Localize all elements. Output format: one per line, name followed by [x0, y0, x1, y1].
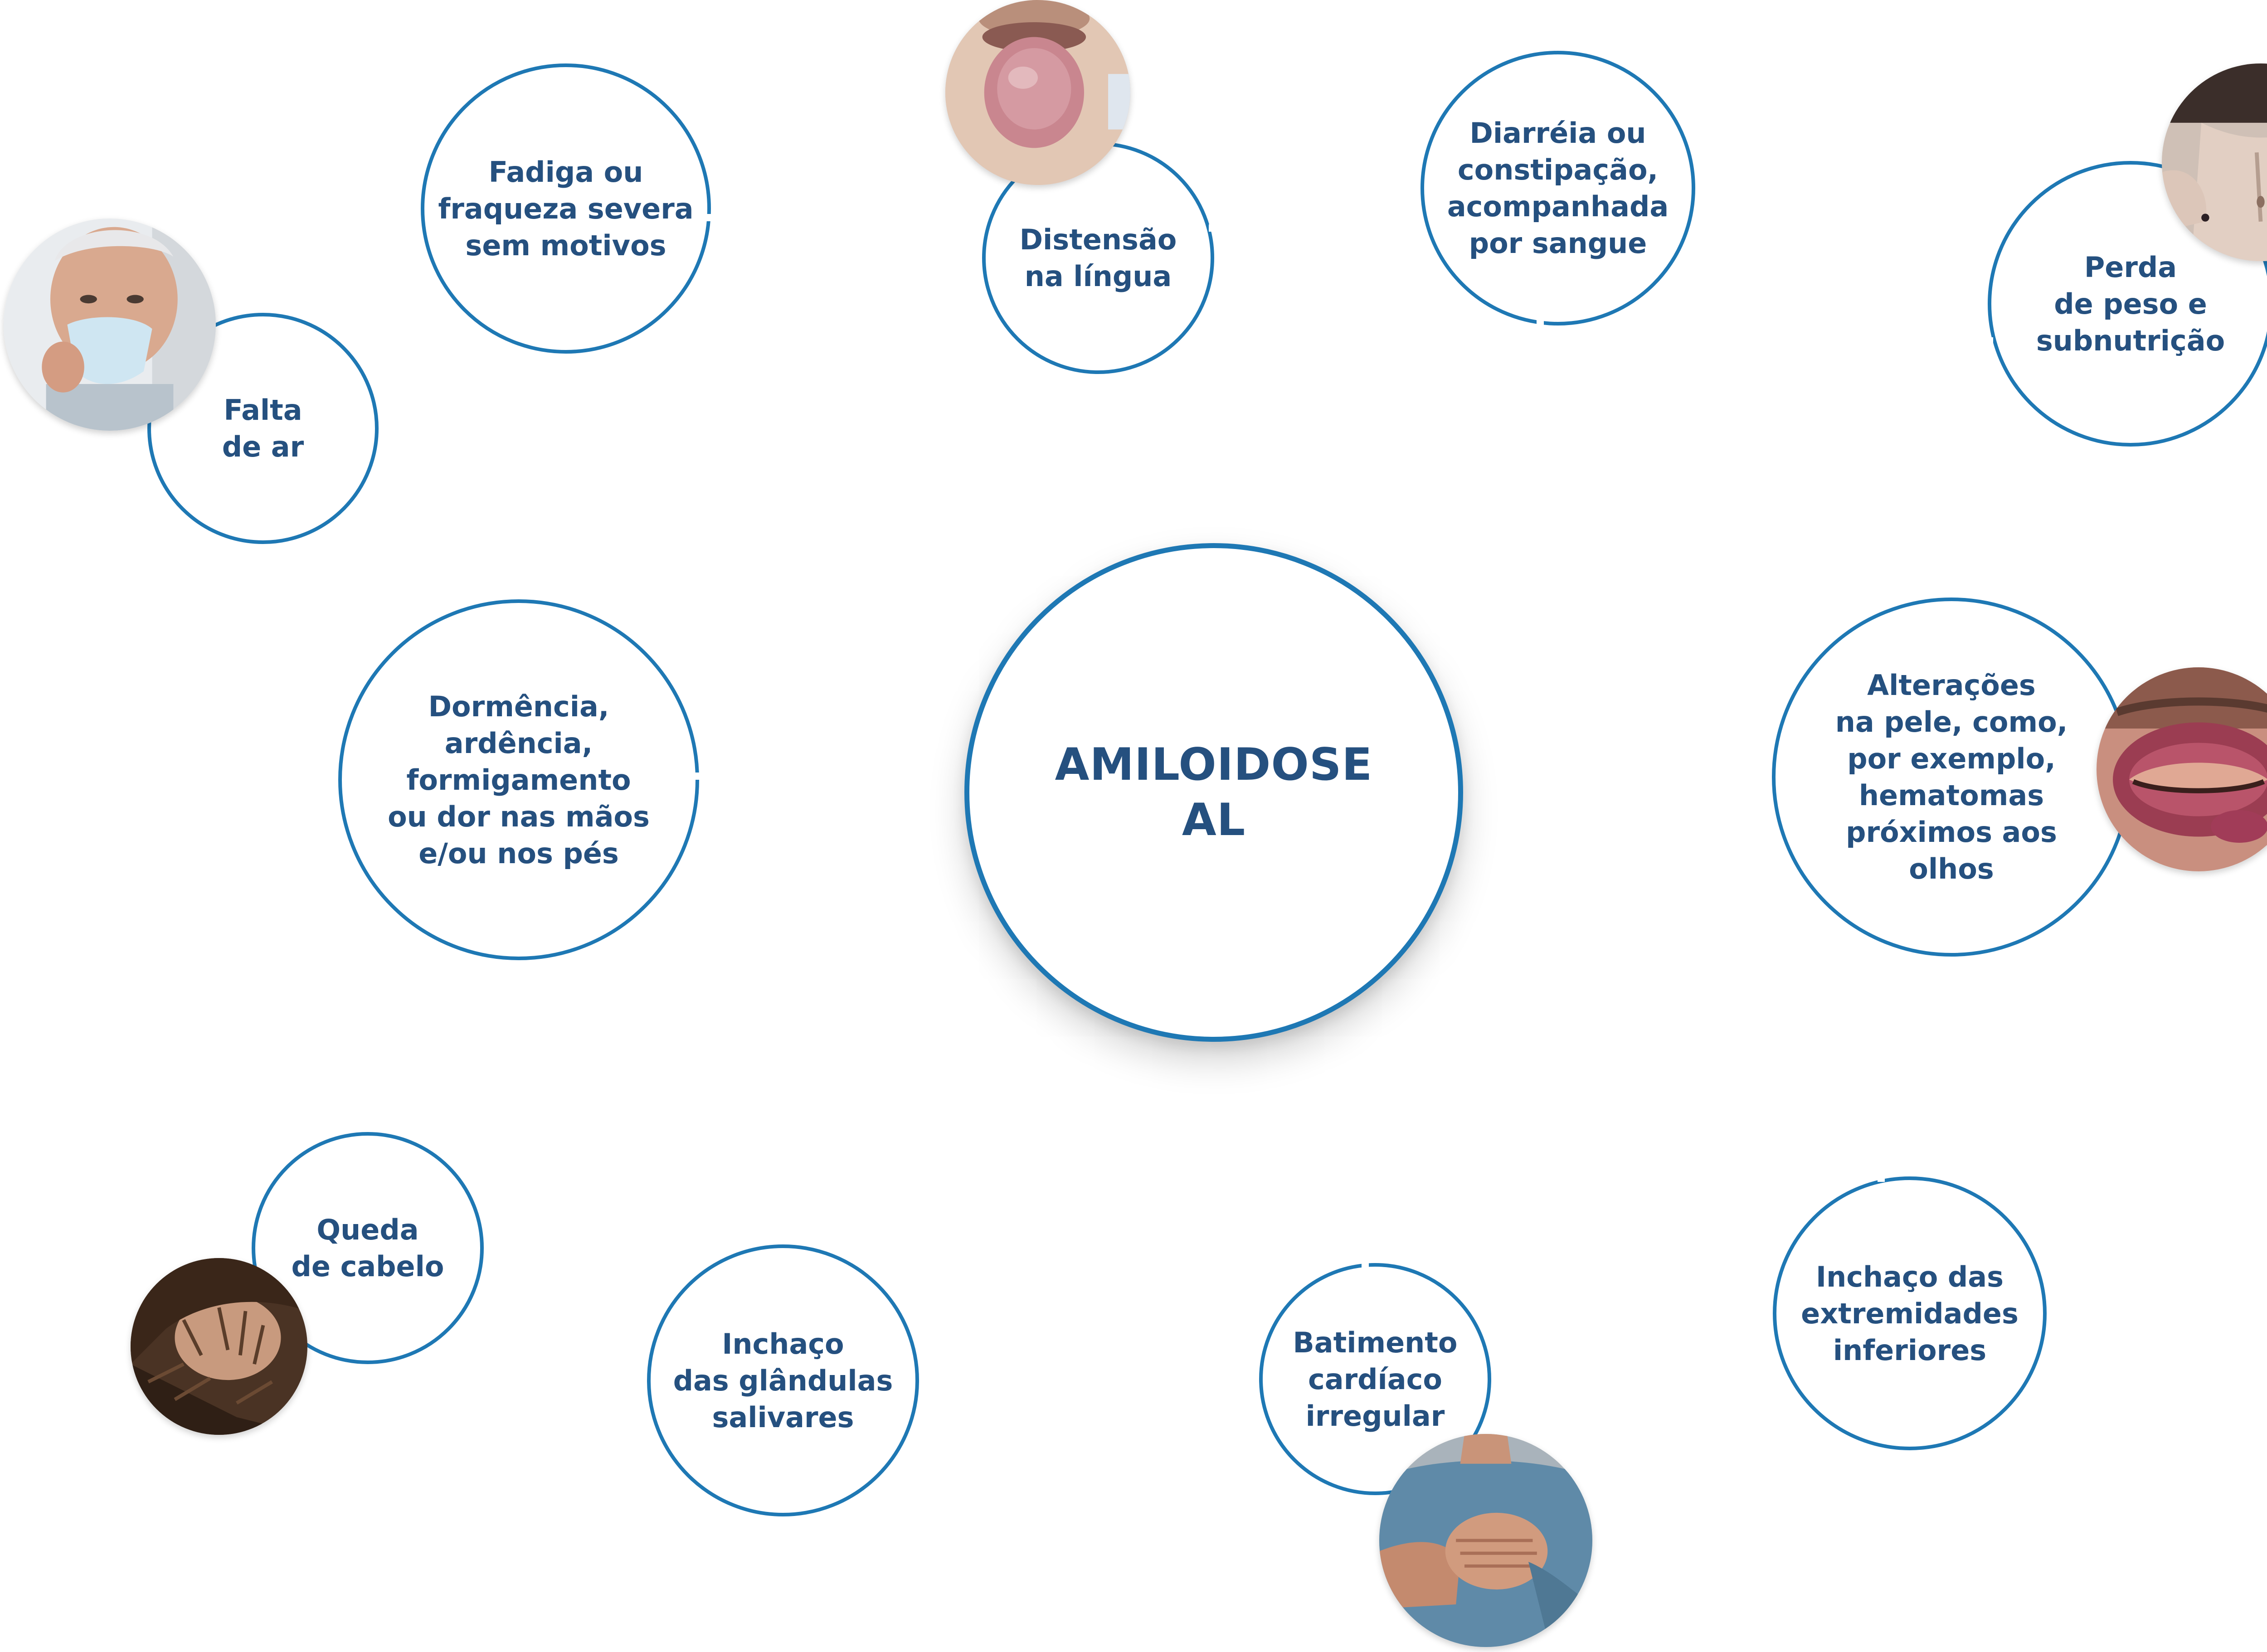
symptom-legs-label: Inchaço das extremidades inferiores	[1801, 1260, 2019, 1367]
symptom-numbness-label: Dormência, ardência, formigamento ou dor…	[388, 690, 650, 870]
center-node: AMILOIDOSE AL	[964, 543, 1463, 1042]
symptom-salivary: Inchaço das glândulas salivares	[647, 1244, 919, 1516]
symptom-tongue: Distensão na língua	[982, 142, 1216, 374]
symptom-tongue-label: Distensão na língua	[1019, 223, 1177, 293]
hair-loss-photo	[131, 1258, 307, 1435]
symptom-weight-label: Perda de peso e subnutrição	[2036, 250, 2225, 357]
symptom-legs: Inchaço das extremidades inferiores	[1773, 1175, 2047, 1450]
chest-pain-photo	[1379, 1434, 1592, 1647]
symptom-heart: Batimento cardíaco irregular	[1259, 1261, 1491, 1495]
symptom-salivary-label: Inchaço das glândulas salivares	[673, 1327, 893, 1434]
symptom-fatigue-label: Fadiga ou fraqueza severa sem motivos	[438, 155, 694, 262]
symptom-skin: Alterações na pele, como, por exemplo, h…	[1772, 598, 2131, 957]
symptom-hair-label: Queda de cabelo	[291, 1213, 444, 1283]
tongue-photo	[945, 0, 1130, 185]
oxygen-mask-photo	[4, 219, 216, 431]
symptom-heart-label: Batimento cardíaco irregular	[1293, 1326, 1458, 1433]
symptom-weight: Perda de peso e subnutrição	[1986, 161, 2267, 447]
symptom-breath-label: Falta de ar	[222, 394, 304, 463]
bruised-eye-photo	[2097, 667, 2267, 871]
symptom-fatigue: Fadiga ou fraqueza severa sem motivos	[421, 63, 713, 354]
symptom-skin-label: Alterações na pele, como, por exemplo, h…	[1835, 669, 2068, 885]
symptom-bowel-label: Diarréia ou constipação, acompanhada por…	[1447, 117, 1669, 260]
symptom-bowel: Diarréia ou constipação, acompanhada por…	[1421, 51, 1695, 327]
symptom-numbness: Dormência, ardência, formigamento ou dor…	[338, 599, 701, 960]
center-label: AMILOIDOSE AL	[1055, 739, 1373, 846]
